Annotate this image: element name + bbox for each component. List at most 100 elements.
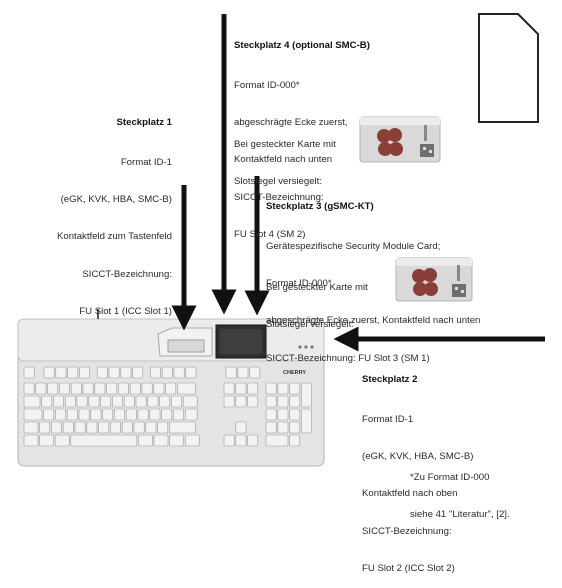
keyboard-key — [98, 421, 110, 434]
slot3-heading: Steckplatz 3 (gSMC-KT) — [266, 200, 374, 212]
keyboard-key — [133, 421, 145, 434]
keyboard-key — [39, 421, 51, 434]
keyboard-key — [35, 382, 47, 395]
slot1-line: SICCT-Bezeichnung: — [82, 268, 172, 280]
seal-card-slot3 — [395, 257, 473, 302]
keyboard-key — [159, 395, 171, 408]
keyboard-key — [235, 382, 247, 395]
keyboard-key — [289, 421, 301, 434]
keyboard-key — [121, 421, 133, 434]
keyboard-key — [78, 408, 90, 421]
keyboard-key — [96, 366, 108, 379]
keyboard-key — [23, 408, 43, 421]
slot1-line: Kontaktfeld zum Tastenfeld — [56, 231, 172, 243]
keyboard-key — [235, 395, 247, 408]
seal-card-slot4 — [359, 116, 441, 163]
keyboard-key — [235, 421, 247, 434]
slot1-line: (eGK, KVK, HBA, SMC-B) — [60, 194, 172, 206]
keyboard-key — [112, 395, 123, 408]
keyboard-key — [169, 434, 184, 447]
keyboard-key — [173, 366, 185, 379]
keyboard-key — [173, 408, 184, 421]
keyboard-key — [289, 434, 301, 447]
keyboard-key — [132, 366, 144, 379]
slot1-heading: Steckplatz 1 — [116, 116, 172, 128]
keyboard-brand: CHERRY — [283, 370, 306, 376]
keyboard-key — [145, 421, 157, 434]
keyboard-key — [86, 421, 98, 434]
keyboard-key — [102, 408, 114, 421]
keyboard-key — [153, 434, 169, 447]
keyboard-key — [137, 408, 149, 421]
keyboard-key — [135, 395, 147, 408]
keyboard-key — [23, 395, 41, 408]
keyboard-key — [23, 421, 39, 434]
slot3-sealed-line: Slotsiegel versiegelt: — [266, 319, 354, 331]
keyboard-key — [265, 421, 277, 434]
keyboard-key — [90, 408, 102, 421]
keyboard-key — [64, 395, 76, 408]
keyboard-key — [277, 408, 289, 421]
keyboard-key — [123, 395, 135, 408]
keyboard-key — [182, 395, 198, 408]
keyboard-key — [223, 382, 235, 395]
keyboard-key — [235, 434, 247, 447]
keyboard-key — [23, 434, 39, 447]
diagram-graphics: CHERRY — [17, 13, 545, 467]
keyboard-key — [47, 382, 59, 395]
keyboard-key — [223, 434, 235, 447]
keyboard-key — [301, 408, 312, 434]
label-slot4: Steckplatz 4 (optional SMC-B) Format ID-… — [234, 15, 370, 254]
keyboard-key — [110, 421, 121, 434]
keyboard-key — [223, 395, 235, 408]
keyboard-key — [66, 408, 78, 421]
keyboard-key — [277, 395, 289, 408]
slot4-line: abgeschrägte Ecke zuerst, — [234, 117, 348, 129]
keyboard-key — [277, 421, 289, 434]
slot3-line: Format ID-000* — [266, 278, 332, 290]
slot3-sealed-line: Bei gesteckter Karte mit — [266, 281, 368, 293]
keyboard-key — [125, 408, 137, 421]
keyboard-key — [289, 408, 301, 421]
footnote-line: siehe 41 "Literatur", [2]. — [410, 509, 510, 521]
keyboard-key — [55, 408, 66, 421]
keyboard-key — [265, 408, 277, 421]
footnote: *Zu Format ID-000 siehe 41 "Literatur", … — [410, 447, 510, 534]
keyboard-key — [62, 421, 74, 434]
keyboard-key — [43, 408, 55, 421]
keyboard-key — [184, 434, 200, 447]
keyboard-key — [23, 366, 35, 379]
keyboard-key — [247, 395, 259, 408]
keyboard-key — [289, 395, 301, 408]
keyboard-key — [149, 408, 161, 421]
keyboard — [17, 309, 325, 467]
keyboard-key — [301, 382, 312, 408]
keyboard-key — [277, 382, 289, 395]
keyboard-key — [169, 421, 196, 434]
slot3-line: Gerätespezifische Security Module Card; — [266, 241, 441, 253]
keyboard-key — [54, 434, 70, 447]
slot2-line: (eGK, KVK, HBA, SMC-B) — [362, 451, 474, 463]
slot4-sealed-line: Bei gesteckter Karte mit — [234, 138, 336, 150]
keyboard-key — [147, 395, 159, 408]
keyboard-key — [150, 366, 161, 379]
slot1-line: FU Slot 1 (ICC Slot 1) — [79, 305, 172, 317]
keyboard-key — [106, 382, 118, 395]
keyboard-key — [157, 421, 169, 434]
keyboard-key — [161, 366, 173, 379]
keyboard-key — [76, 395, 88, 408]
slot4-heading: Steckplatz 4 (optional SMC-B) — [234, 39, 370, 51]
keyboard-key — [39, 434, 54, 447]
keyboard-key — [53, 395, 64, 408]
slot4-line: SICCT-Bezeichnung: — [234, 191, 324, 203]
slot2-line: FU Slot 2 (ICC Slot 2) — [362, 562, 455, 574]
keyboard-key — [59, 382, 70, 395]
keyboard-key — [74, 421, 86, 434]
keyboard-key — [43, 366, 55, 379]
slot2-line: Format ID-1 — [362, 414, 414, 426]
keyboard-key — [88, 395, 100, 408]
keyboard-key — [79, 366, 90, 379]
keyboard-key — [184, 408, 198, 421]
keyboard-key — [247, 434, 259, 447]
keyboard-key — [153, 382, 165, 395]
